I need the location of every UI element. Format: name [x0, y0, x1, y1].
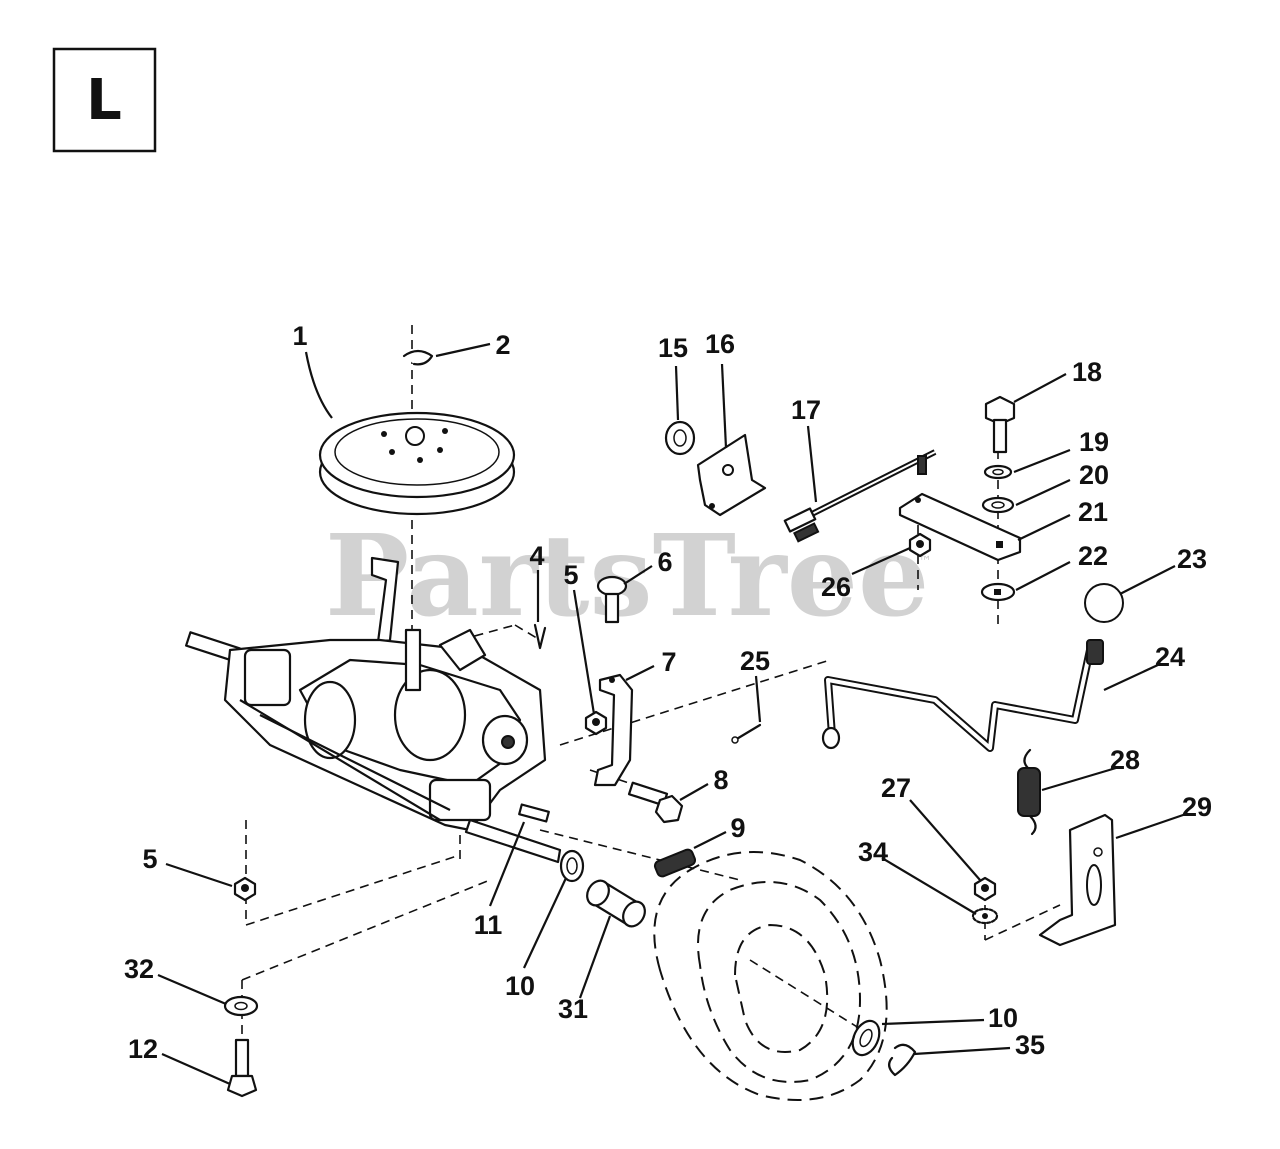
washer-20	[981, 496, 1015, 514]
hex-bolt-8	[627, 781, 684, 824]
watermark: PartsTree ™	[325, 511, 932, 642]
callout-25: 25	[740, 646, 770, 676]
carriage-bolt	[596, 575, 628, 624]
callout-32: 32	[124, 954, 154, 984]
cotter-pin-25	[731, 723, 762, 744]
callout-21: 21	[1078, 497, 1108, 527]
nut-27	[973, 876, 997, 902]
section-label: L	[52, 47, 157, 153]
callout-23: 23	[1177, 544, 1207, 574]
callout-18: 18	[1072, 357, 1102, 387]
callout-10-right: 10	[988, 1003, 1018, 1033]
angle-bracket-16	[696, 433, 767, 517]
callout-17: 17	[791, 395, 821, 425]
callout-9: 9	[730, 813, 745, 843]
washer-15	[664, 420, 696, 456]
watermark-text: PartsTree	[325, 511, 929, 642]
callout-31: 31	[558, 994, 588, 1024]
shift-rod	[783, 449, 937, 543]
callout-19: 19	[1079, 427, 1109, 457]
callout-16: 16	[705, 329, 735, 359]
callout-27: 27	[881, 773, 911, 803]
tire-outline	[653, 851, 888, 1101]
key-11	[518, 803, 550, 823]
retaining-clip	[402, 349, 434, 366]
callout-26: 26	[821, 572, 851, 602]
spacer-31	[586, 879, 646, 928]
shift-plate	[898, 492, 1022, 562]
washer-32	[223, 995, 259, 1017]
callout-10-left: 10	[505, 971, 535, 1001]
callout-35: 35	[1015, 1030, 1045, 1060]
callout-labels: 1 2 4 5 6 7 8 9 5 11 10 31 32 12 15 16 1…	[124, 321, 1212, 1064]
callout-12: 12	[128, 1034, 158, 1064]
bolt-12	[226, 1038, 258, 1098]
callout-1: 1	[292, 321, 307, 351]
mounting-bracket	[1038, 813, 1117, 947]
washer-10a	[559, 849, 585, 883]
lock-washer-19	[983, 464, 1013, 480]
bolt-18	[984, 395, 1016, 454]
callout-20: 20	[1079, 460, 1109, 490]
callout-34: 34	[858, 837, 888, 867]
section-letter: L	[86, 68, 122, 133]
callout-8: 8	[713, 765, 728, 795]
callout-15: 15	[658, 333, 688, 363]
callout-4: 4	[529, 541, 544, 571]
hex-nut-5b	[233, 876, 257, 902]
callout-29: 29	[1182, 792, 1212, 822]
spring-9	[653, 848, 697, 878]
callout-28: 28	[1110, 745, 1140, 775]
shift-knob	[1084, 583, 1124, 623]
square-washer-22	[980, 582, 1016, 602]
callout-5-lower: 5	[142, 844, 157, 874]
callout-7: 7	[661, 647, 676, 677]
nut-26	[908, 532, 932, 558]
clip-35	[888, 1043, 917, 1077]
callout-22: 22	[1078, 541, 1108, 571]
callout-6: 6	[657, 547, 672, 577]
extension-spring	[1017, 748, 1041, 836]
callout-24: 24	[1155, 642, 1185, 672]
transaxle	[185, 556, 562, 864]
shift-lever	[821, 639, 1104, 752]
watermark-trademark: ™	[918, 554, 932, 570]
washer-10b	[851, 1019, 881, 1057]
pulley	[318, 411, 516, 516]
callout-11: 11	[474, 910, 503, 940]
leader-lines	[157, 342, 1187, 1086]
bracket-7	[593, 673, 634, 787]
cotter-pin-4	[533, 623, 547, 650]
hex-nut-5a	[584, 710, 608, 736]
callout-2: 2	[495, 330, 510, 360]
star-washer-34	[971, 907, 999, 925]
callout-5-upper: 5	[563, 560, 578, 590]
